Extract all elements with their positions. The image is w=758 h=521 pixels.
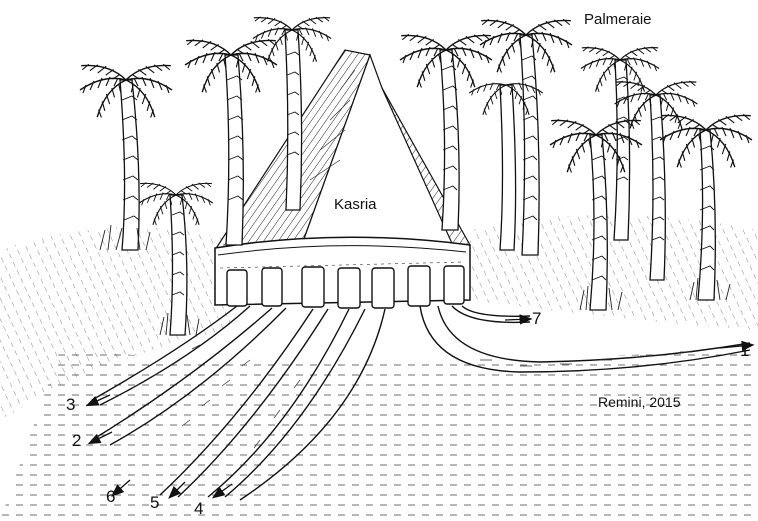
channel-label-7: 7 (532, 310, 541, 327)
channel-label-5: 5 (150, 494, 159, 511)
channel-label-4: 4 (194, 500, 203, 517)
channel-label-1: 1 (740, 342, 749, 359)
credit-label: Remini, 2015 (598, 395, 681, 409)
kasria-wall (215, 237, 470, 308)
kasria-label: Kasria (334, 197, 377, 212)
channel-label-6: 6 (106, 488, 115, 505)
channel-label-2: 2 (72, 432, 81, 449)
palmeraie-label: Palmeraie (584, 12, 652, 27)
channel-label-3: 3 (66, 396, 75, 413)
